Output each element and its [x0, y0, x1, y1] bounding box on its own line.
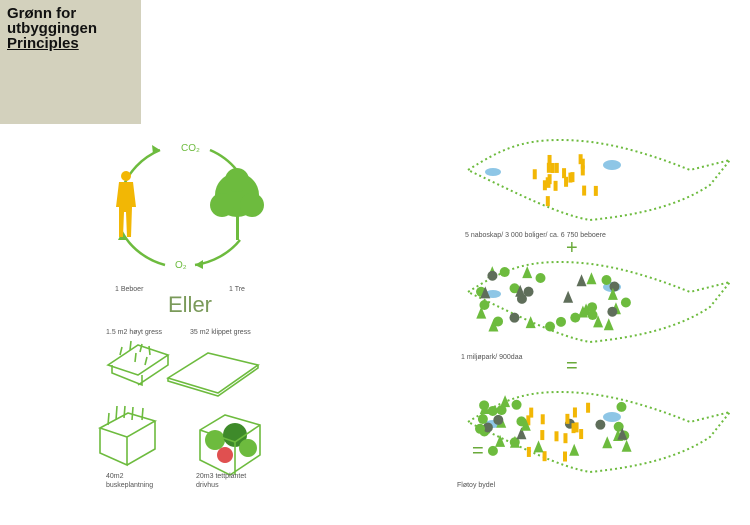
- map-label: Fløtoy bydel: [457, 482, 496, 489]
- clipped-grass-icon: [166, 352, 260, 397]
- person-label: 1 Beboer: [115, 286, 144, 293]
- tree-label: 1 Tre: [229, 286, 245, 293]
- eller-heading: Eller: [168, 292, 213, 317]
- option-label: 20m3 tettplantet drivhus: [196, 473, 247, 489]
- page-title: Grønn for utbyggingen Principles: [7, 6, 97, 51]
- title-box: Grønn for utbyggingen Principles: [0, 0, 141, 124]
- equals-sign: =: [566, 355, 578, 377]
- o2-label: O₂: [175, 260, 187, 271]
- island-map: [465, 260, 733, 344]
- plus-sign: +: [566, 237, 578, 259]
- option-label: 40m2 buskeplantning: [106, 473, 154, 489]
- map-label: 1 miljøpark/ 900daa: [461, 354, 523, 361]
- tree-icon: [210, 168, 264, 240]
- tall-grass-icon: [106, 340, 170, 387]
- greenhouse-icon: [199, 414, 261, 476]
- island-map: [465, 390, 733, 474]
- island-map: [465, 138, 733, 222]
- equals-sign: =: [472, 440, 484, 462]
- map-label: 5 naboskap/ 3 000 boliger/ ca. 6 750 beb…: [465, 232, 606, 239]
- title-line: Grønn for: [7, 5, 77, 22]
- option-label: 1.5 m2 høyt gress: [106, 329, 163, 336]
- person-icon: [116, 171, 136, 237]
- shrub-planting-icon: [97, 405, 158, 467]
- title-line: utbyggingen: [7, 20, 97, 37]
- title-subtitle: Principles: [7, 35, 79, 52]
- co2-label: CO₂: [181, 143, 200, 154]
- option-label: 35 m2 klippet gress: [190, 329, 251, 336]
